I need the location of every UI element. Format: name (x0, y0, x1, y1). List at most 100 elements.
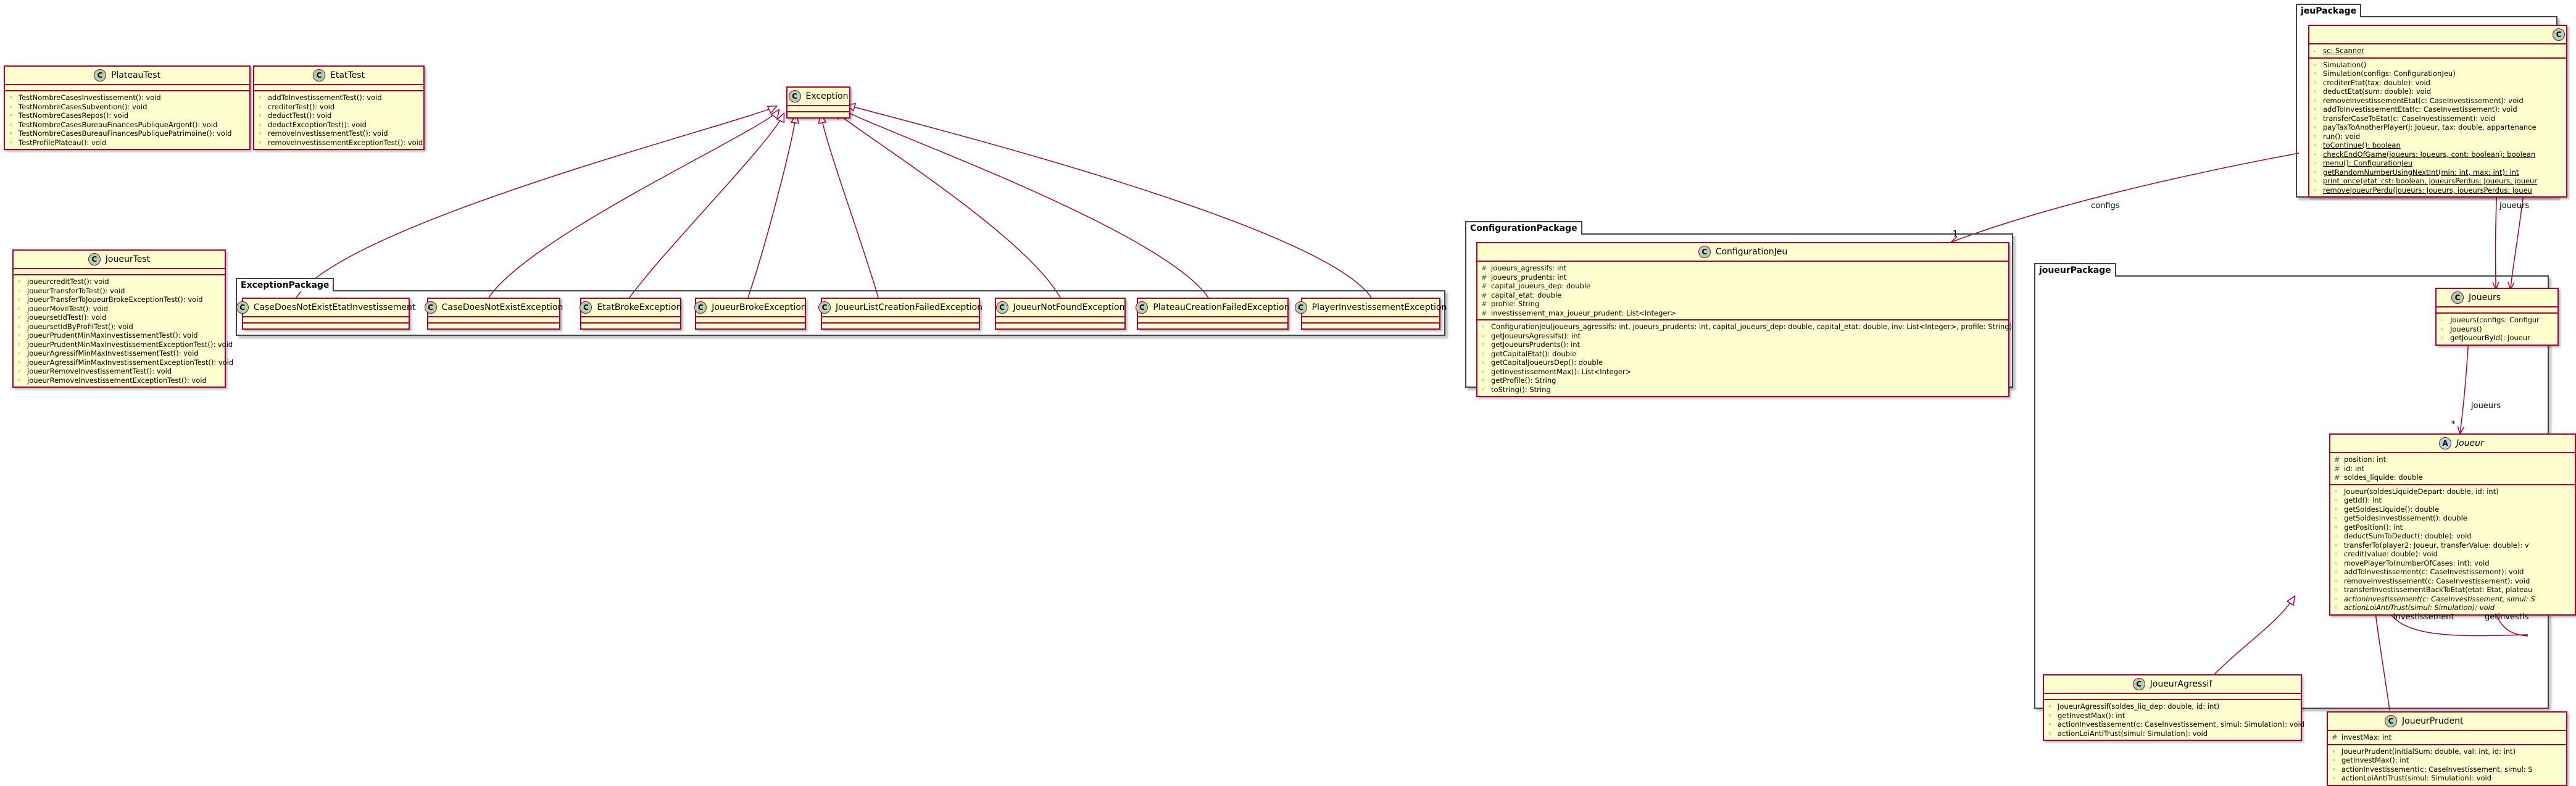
class-icon: C (788, 90, 801, 102)
methods-section: ◦ConfigurationJeu(joueurs_agressifs: int… (1477, 319, 2012, 396)
class-name: JoueurListCreationFailedException (835, 303, 983, 312)
class-icon: C (236, 301, 249, 314)
methods-section: ◦Joueur(soldesLiquideDepart: double, id:… (2330, 483, 2575, 614)
method: joueurAgressifMinMaxInvestissementTest()… (27, 349, 199, 357)
method: TestNombreCasesBureauFinancesPubliquePat… (19, 129, 232, 138)
method: getInvestMax(): int (2341, 756, 2409, 764)
method: deductTest(): void (268, 111, 332, 120)
field: soldes_liquide: double (2344, 473, 2423, 482)
package-tab: ExceptionPackage (236, 278, 334, 291)
field: id: int (2344, 464, 2365, 473)
methods-section: ◦JoueurAgressif(soldes_liq_dep: double, … (2044, 699, 2304, 740)
class-icon: C (93, 69, 106, 82)
class-icon: A (2439, 437, 2451, 449)
class-name: JoueurBrokeException (712, 303, 807, 312)
inherit-line-3 (629, 114, 784, 298)
methods-section: ◦Simulation() ◦Simulation(configs: Confi… (2309, 57, 2566, 197)
method: JoueurPrudent(initialSum: double, val: i… (2341, 746, 2516, 756)
method: movePlayerTo(numberOfCases: int): void (2344, 558, 2490, 567)
method: checkEndOfGame(joueurs: Joueurs, cont: b… (2323, 149, 2536, 159)
field: investMax: int (2341, 733, 2392, 742)
method: menu(): ConfigurationJeu (2323, 159, 2413, 167)
class-name: PlateauCreationFailedException (1153, 303, 1290, 312)
field: capital_etat: double (1491, 290, 1562, 299)
class-simulation[interactable]: C -sc: Scanner ◦Simulation() ◦Simulation… (2308, 25, 2567, 198)
method: JoueurAgressif(soldes_liq_dep: double, i… (2058, 702, 2220, 711)
investissement-label: investissement (2393, 612, 2454, 622)
method: TestNombreCasesRepos(): void (19, 111, 129, 120)
field: capital_joueurs_dep: double (1491, 282, 1591, 290)
methods-section: ◦addToInvestissementTest(): void ◦credit… (254, 90, 423, 149)
method: TestNombreCasesInvestissement(): void (19, 93, 161, 102)
class-name: PlateauTest (110, 70, 161, 80)
method: removeInvestissementExceptionTest(): voi… (268, 138, 423, 147)
method: transferInvestissementBackToEtat(etat: E… (2344, 585, 2533, 594)
method: joueursetIdByProfilTest(): void (27, 322, 133, 331)
method: joueurMoveTest(): void (27, 304, 108, 313)
method: removeInvestissementTest(): void (268, 129, 388, 138)
method: deductExceptionTest(): void (268, 120, 367, 129)
method: addToInvestissementTest(): void (268, 93, 382, 102)
joueurs-multiplicity: * (2451, 420, 2456, 429)
method: actionLoiAntiTrust(simul: Simulation): v… (2344, 603, 2495, 612)
class-icon: C (2385, 715, 2397, 727)
method: actionLoiAntiTrust(simul: Simulation): v… (2341, 774, 2492, 782)
field: investissement_max_joueur_prudent: List<… (1491, 308, 1676, 317)
method: crediterTest(): void (268, 102, 335, 111)
inherit-line-5 (821, 115, 879, 298)
method: getJoueurById(: Joueur (2450, 333, 2530, 342)
method: removeJoueurPerdu(joueurs: Joueurs, joue… (2323, 185, 2532, 194)
class-name: CaseDoesNotExistException (441, 303, 563, 312)
joueurs-label: joueurs (2499, 201, 2530, 211)
class-name: JoueurTest (105, 254, 151, 264)
methods-section: ◦joueurcreditTest(): void ◦joueurTransfe… (14, 274, 233, 387)
method: removeInvestissementEtat(c: CaseInvestis… (2323, 96, 2524, 105)
method: joueurTransferToJoueurBrokeExceptionTest… (27, 295, 203, 304)
method: getProfile(): String (1491, 376, 1556, 385)
class-name: ConfigurationJeu (1715, 247, 1788, 257)
class-name: Joueurs (2469, 293, 2501, 303)
method: joueursetIdTest(): void (27, 313, 107, 322)
fields-section: #investMax: int (2332, 733, 2392, 742)
method: joueurcreditTest(): void (27, 277, 109, 286)
package-tab: ConfigurationPackage (1465, 221, 1582, 235)
method: getCapitalJoueursDep(): double (1491, 358, 1603, 367)
field: position: int (2344, 455, 2387, 464)
class-name: CaseDoesNotExistEtatInvestissement (253, 303, 416, 312)
method: joueurTransferToTest(): void (27, 286, 125, 295)
inherit-line-6 (834, 111, 1061, 298)
method: getInvestissementMax(): List<Integer> (1491, 367, 1632, 376)
method: toContinue(): boolean (2323, 141, 2401, 149)
field: sc: Scanner (2323, 46, 2364, 55)
field: joueurs_prudents: int (1491, 272, 1567, 282)
method: getRandomNumberUsingNextInt(min: int, ma… (2323, 167, 2519, 177)
field: profile: String (1491, 299, 1540, 308)
inherit-line-7 (841, 109, 1209, 298)
method: addToInvestissement(c: CaseInvestissemen… (2344, 567, 2524, 576)
class-case-does-not-exist-etat-investissement[interactable]: C CaseDoesNotExistEtatInvestissement (236, 298, 415, 330)
method: transferTo(player2: Joueur, transferValu… (2344, 540, 2529, 550)
class-exception[interactable]: C Exception (786, 86, 850, 119)
class-icon: C (2451, 291, 2464, 304)
class-name: EtatBrokeException (597, 303, 682, 312)
configs-association (1951, 153, 2300, 242)
class-name: JoueurPrudent (2402, 716, 2464, 726)
class-name: Exception (805, 91, 849, 101)
class-name: JoueurAgressif (2150, 679, 2212, 689)
configs-multiplicity: 1 (1953, 230, 1958, 239)
